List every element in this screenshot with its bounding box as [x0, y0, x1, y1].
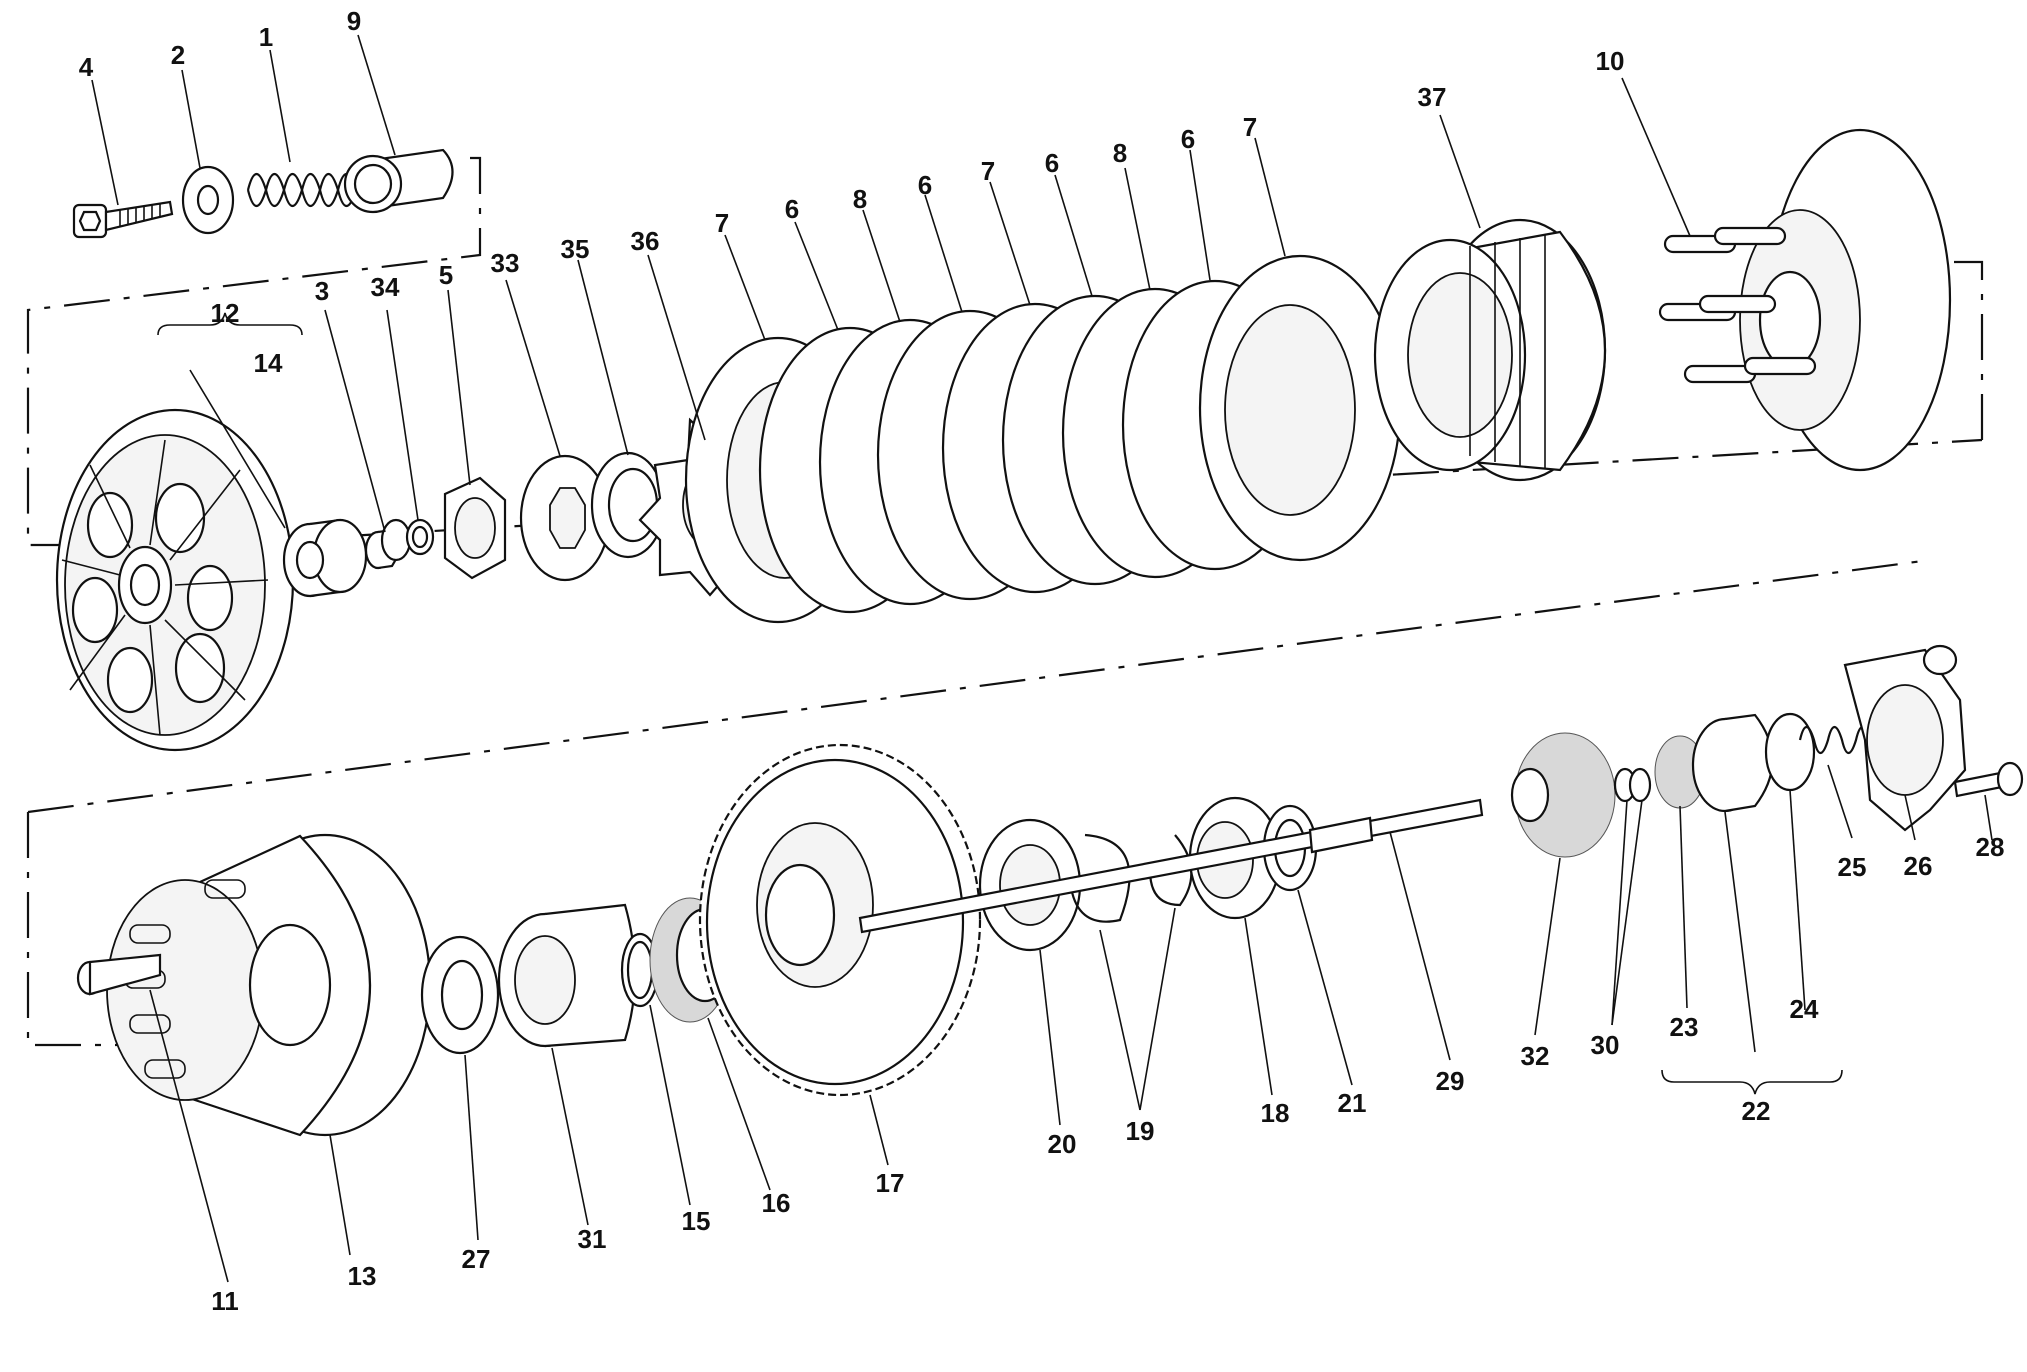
label-14: 14	[254, 348, 283, 378]
part-2-washer	[181, 165, 235, 235]
label-7c: 7	[1243, 112, 1257, 142]
label-30: 30	[1591, 1030, 1620, 1060]
label-23: 23	[1670, 1012, 1699, 1042]
label-24: 24	[1790, 994, 1819, 1024]
label-13: 13	[348, 1261, 377, 1291]
label-5: 5	[439, 260, 453, 290]
part-9-sleeve	[343, 148, 454, 214]
part-31-bushing	[497, 903, 637, 1048]
label-19: 19	[1126, 1116, 1155, 1146]
label-37: 37	[1418, 82, 1447, 112]
label-6a: 6	[785, 194, 799, 224]
part-10-clutch-drum	[1658, 128, 1952, 472]
part-37-inner-hub	[1373, 218, 1607, 482]
label-7b: 7	[981, 156, 995, 186]
part-19-circlips	[1068, 833, 1193, 923]
label-11: 11	[211, 1286, 239, 1316]
part-28-bolt	[1953, 761, 2024, 798]
label-4: 4	[79, 52, 94, 82]
part-13-clutch-basket	[106, 833, 432, 1137]
label-3: 3	[315, 276, 329, 306]
label-10: 10	[1596, 46, 1625, 76]
label-2: 2	[171, 40, 185, 70]
part-25-spring	[1798, 725, 1872, 755]
clutch-plate-pack	[684, 254, 1402, 624]
label-7a: 7	[715, 208, 729, 238]
label-27: 27	[462, 1244, 491, 1274]
leader-lines	[91, 34, 1993, 1283]
label-26: 26	[1904, 851, 1933, 881]
part-34-oring	[405, 518, 435, 556]
part-30-seals	[1613, 767, 1652, 803]
label-31: 31	[578, 1224, 607, 1254]
label-34: 34	[371, 272, 400, 302]
label-36: 36	[631, 226, 660, 256]
label-18: 18	[1261, 1098, 1290, 1128]
label-1: 1	[259, 22, 273, 52]
label-21: 21	[1338, 1088, 1367, 1118]
part-17-primary-gear	[698, 743, 982, 1097]
part-4-bolt	[72, 200, 174, 239]
label-32: 32	[1521, 1041, 1550, 1071]
part-5-nut	[443, 476, 507, 580]
label-12: 12	[211, 298, 240, 328]
part-27-washer	[420, 935, 500, 1055]
label-6d: 6	[1181, 124, 1195, 154]
label-20: 20	[1048, 1129, 1077, 1159]
part-33-lock-washer	[519, 454, 611, 582]
part-32-dust-boot	[1510, 732, 1616, 858]
part-3-bushing	[364, 518, 412, 570]
label-9: 9	[347, 6, 361, 36]
label-6b: 6	[918, 170, 932, 200]
label-15: 15	[682, 1206, 711, 1236]
label-35: 35	[561, 234, 590, 264]
label-22: 22	[1742, 1096, 1771, 1126]
label-8b: 8	[1113, 138, 1127, 168]
label-16: 16	[762, 1188, 791, 1218]
part-12-pressure-plate	[55, 408, 295, 752]
label-6c: 6	[1045, 148, 1059, 178]
label-17: 17	[876, 1168, 905, 1198]
part-11-bolt	[76, 953, 162, 996]
part-14-bearing	[282, 518, 368, 598]
label-25: 25	[1838, 852, 1867, 882]
callout-labels: 4 2 1 9 10 37 7 6 8 6 7 6 8 6 7 36 35 33…	[79, 6, 2005, 1316]
label-33: 33	[491, 248, 520, 278]
label-29: 29	[1436, 1066, 1465, 1096]
label-28: 28	[1976, 832, 2005, 862]
part-26-slave-cylinder	[1843, 644, 1967, 832]
part-29-pushrod	[858, 798, 1484, 934]
part-1-spring	[246, 172, 358, 208]
label-8a: 8	[853, 184, 867, 214]
